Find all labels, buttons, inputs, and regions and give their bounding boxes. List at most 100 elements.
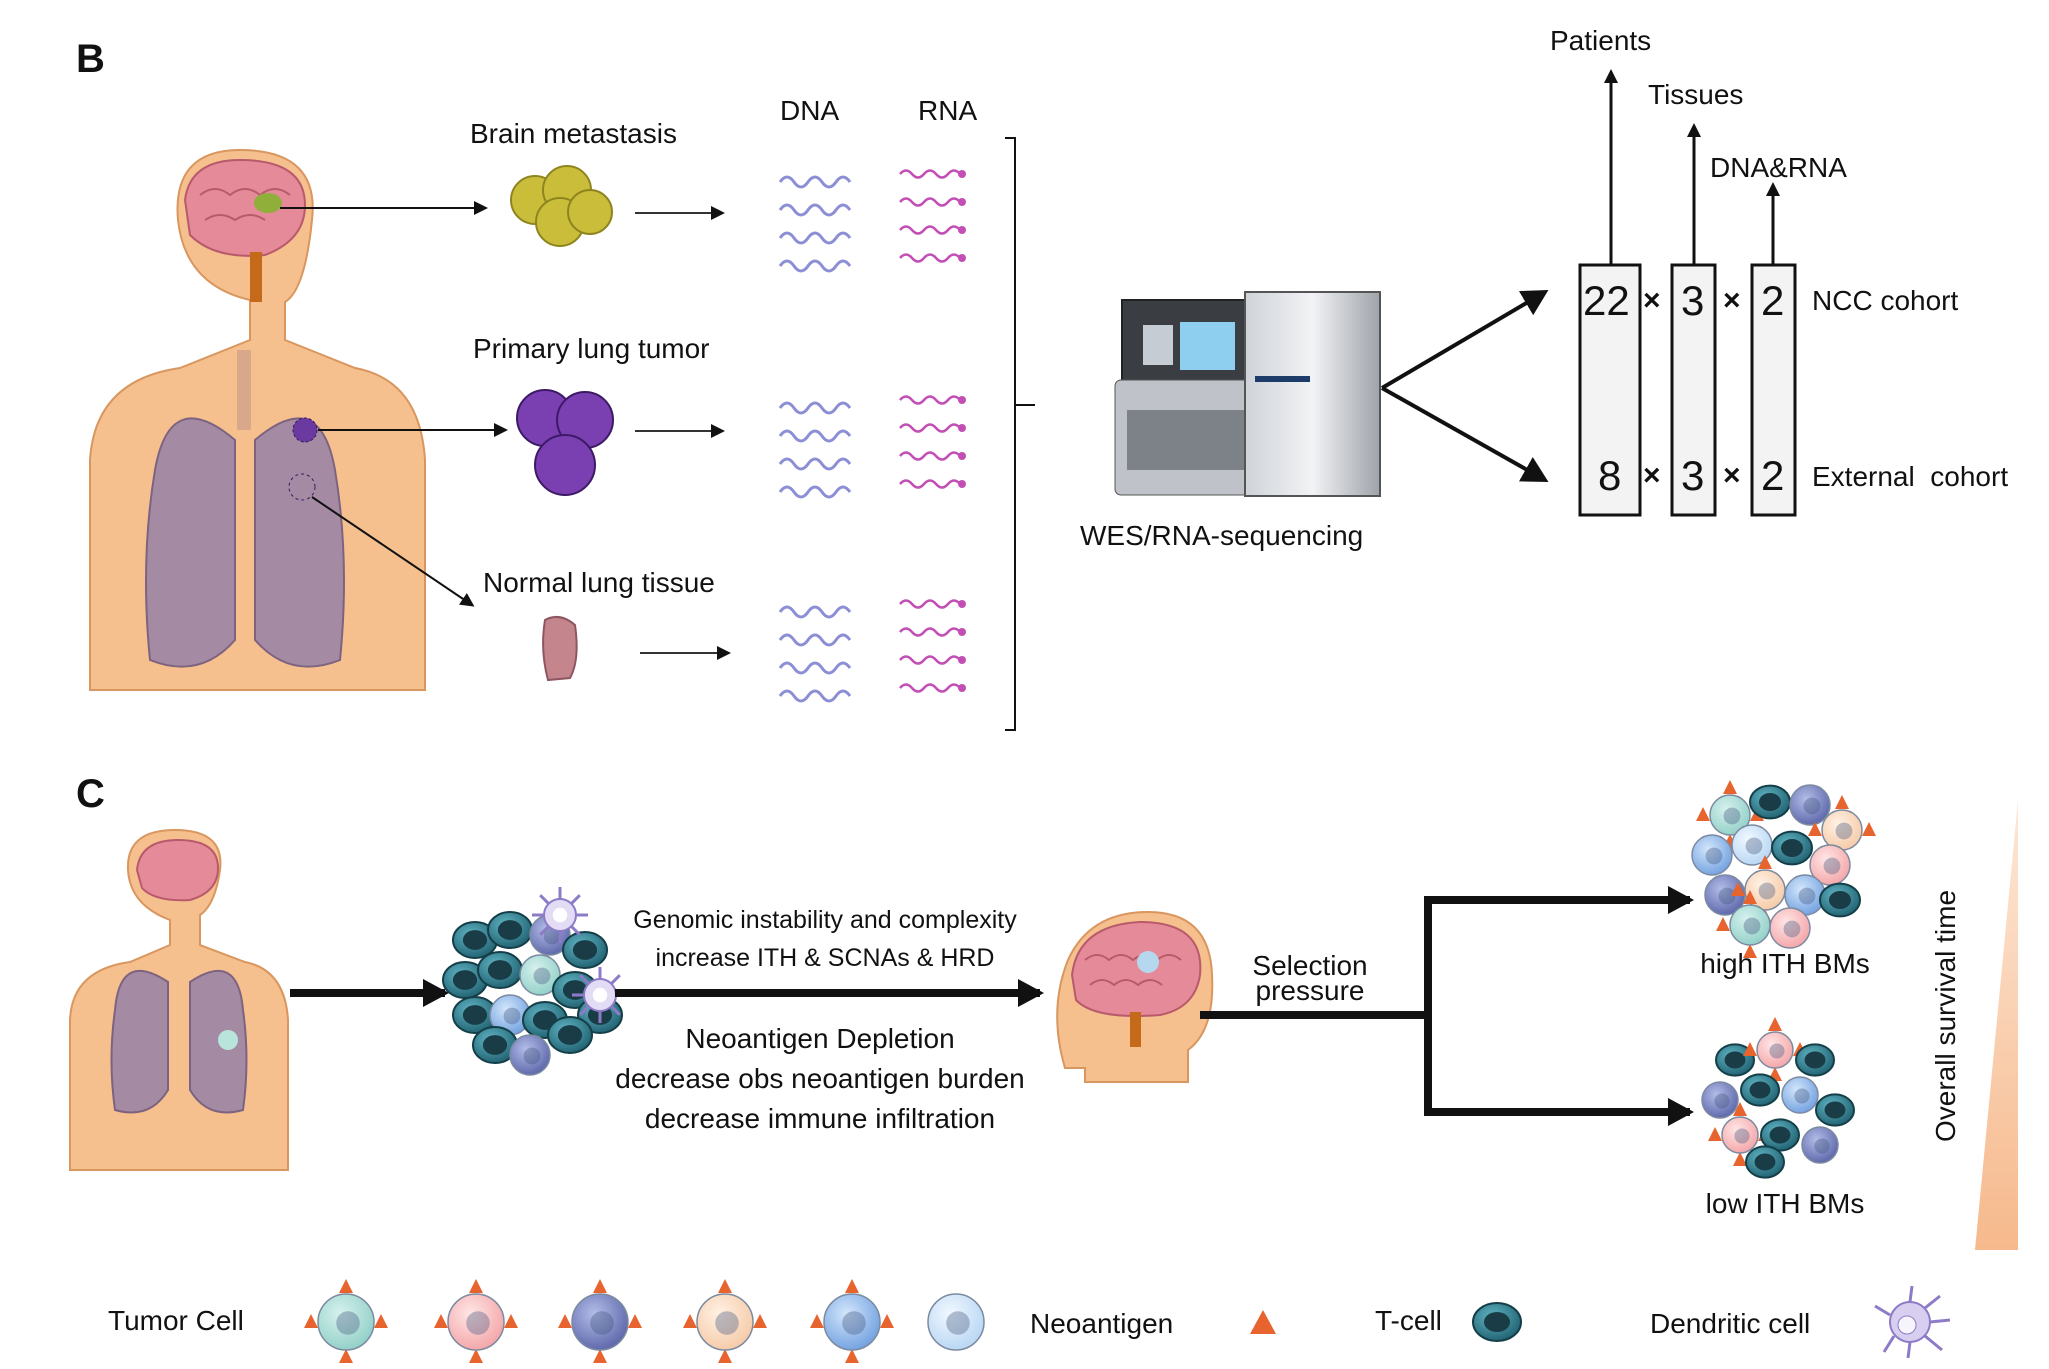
sequencer-icon <box>1114 291 1381 497</box>
normal-tissue-spot <box>288 473 316 501</box>
tcell-icon <box>1715 1043 1755 1077</box>
sample-label-brain: Brain metastasis <box>470 118 677 149</box>
rna-strand-icon <box>899 423 961 433</box>
dna-helix-icon <box>778 429 852 443</box>
dna-helix-icon <box>778 401 852 415</box>
tumor-cell-icon <box>519 954 561 996</box>
tumor-cell-icon <box>1781 1076 1819 1114</box>
normal-tissue-blob <box>542 615 578 682</box>
tcell-icon <box>1771 830 1813 866</box>
primary-tumor-spot <box>292 417 318 443</box>
tcell-icon <box>1740 1073 1780 1107</box>
rna-cap-dot <box>958 424 966 432</box>
tumor-cell-icon <box>683 1279 767 1363</box>
tumor-cell-icon <box>1769 907 1811 949</box>
tumor-cell-icon <box>558 1279 642 1363</box>
arrow-normal-sample <box>311 496 475 607</box>
legend-dendritic-label: Dendritic cell <box>1650 1308 1810 1339</box>
dna-helix-icon <box>778 633 852 647</box>
human-body-small <box>69 828 289 1171</box>
dna-helix-icon <box>778 457 852 471</box>
tcell-icon <box>1819 882 1861 918</box>
dna-rna-box <box>1750 263 1797 517</box>
hierarchy-patients-label: Patients <box>1550 25 1651 56</box>
arrow-to-external <box>1381 386 1549 482</box>
rna-cap-dot <box>958 600 966 608</box>
tumor-cell-icon <box>1701 1081 1739 1119</box>
dendritic-cell-icon <box>1874 1285 1951 1359</box>
ncc-tissues: 3 <box>1681 277 1704 324</box>
ncc-times-2: × <box>1723 284 1741 317</box>
survival-axis-label: Overall survival time <box>1930 890 1961 1142</box>
sequencer-label: WES/RNA-sequencing <box>1080 520 1363 551</box>
sample-label-normal: Normal lung tissue <box>483 567 715 598</box>
dna-helix-icon <box>778 259 852 273</box>
tumor-cell-icon <box>1789 784 1831 826</box>
upper-text-line-2: increase ITH & SCNAs & HRD <box>656 944 995 972</box>
high-ith-cluster <box>1691 780 1876 958</box>
primary-tumor-cluster <box>442 887 628 1076</box>
patients-box <box>1578 263 1642 517</box>
dna-helix-icon <box>778 605 852 619</box>
arrow-to-low-ith <box>1424 1015 1694 1126</box>
tumor-cell-icon <box>1809 844 1851 886</box>
dna-helix-icon <box>778 175 852 189</box>
panel-c-letter: C <box>76 772 105 816</box>
tcell-icon <box>1760 1118 1800 1152</box>
tumor-cell-icon <box>1708 1102 1772 1166</box>
rna-cap-dot <box>958 170 966 178</box>
primary-tumor-blob <box>516 389 614 496</box>
tcell-icon <box>1815 1093 1855 1127</box>
dna-helix-icon <box>778 203 852 217</box>
dna-helix-icon <box>778 661 852 675</box>
human-body-illustration <box>89 148 426 691</box>
panel-b-letter: B <box>76 37 105 81</box>
rna-strand-icon <box>899 451 961 461</box>
external-patients: 8 <box>1598 452 1621 499</box>
external-times-2: × <box>1723 459 1741 492</box>
rna-strand-icon <box>899 225 961 235</box>
tumor-cell-icon <box>304 1279 388 1363</box>
tumor-cell-icon <box>1691 834 1733 876</box>
rna-cap-dot <box>958 480 966 488</box>
tumor-cell-icon <box>1704 874 1746 916</box>
rna-cap-dot <box>958 198 966 206</box>
hierarchy-dna-rna-label: DNA&RNA <box>1710 152 1847 183</box>
tcell-icon <box>1749 784 1791 820</box>
rna-header: RNA <box>918 95 977 126</box>
high-ith-label: high ITH BMs <box>1700 948 1870 979</box>
lower-text-line-3: decrease immune infiltration <box>645 1103 995 1134</box>
rna-strand-icon <box>899 599 961 609</box>
tcell-icon <box>1472 1302 1522 1342</box>
external-tissues: 3 <box>1681 452 1704 499</box>
ncc-times-1: × <box>1643 284 1661 317</box>
arrow-to-high-ith <box>1200 886 1694 1019</box>
rna-cap-dot <box>958 656 966 664</box>
rna-strand-icon <box>899 169 961 179</box>
tcell-icon <box>487 910 533 950</box>
external-cohort-label: External cohort <box>1812 461 2008 492</box>
sample-bracket <box>1005 137 1016 731</box>
selection-line-2: pressure <box>1256 975 1365 1006</box>
tissues-box <box>1670 263 1717 517</box>
tcell-icon <box>1745 1145 1785 1179</box>
right-lung-shape <box>254 417 345 668</box>
legend-neoantigen-label: Neoantigen <box>1030 1308 1173 1339</box>
ncc-dna-rna: 2 <box>1761 277 1784 324</box>
tumor-cell-icon <box>1801 1126 1839 1164</box>
rna-strand-icon <box>899 253 961 263</box>
dna-helix-icon <box>778 485 852 499</box>
tcell-icon <box>452 995 498 1035</box>
legend-tumor-cell-types <box>304 1279 985 1363</box>
dna-helix-icon <box>778 231 852 245</box>
tcell-icon <box>562 930 608 970</box>
legend-tcell-label: T-cell <box>1375 1305 1442 1336</box>
tumor-cell-icon <box>1731 824 1773 866</box>
sample-label-primary: Primary lung tumor <box>473 333 710 364</box>
ncc-cohort-label: NCC cohort <box>1812 285 1958 316</box>
head-with-brain-icon <box>1056 910 1214 1083</box>
lower-text-line-1: Neoantigen Depletion <box>685 1023 954 1054</box>
lower-text-line-2: decrease obs neoantigen burden <box>615 1063 1024 1094</box>
tcell-icon <box>477 950 523 990</box>
